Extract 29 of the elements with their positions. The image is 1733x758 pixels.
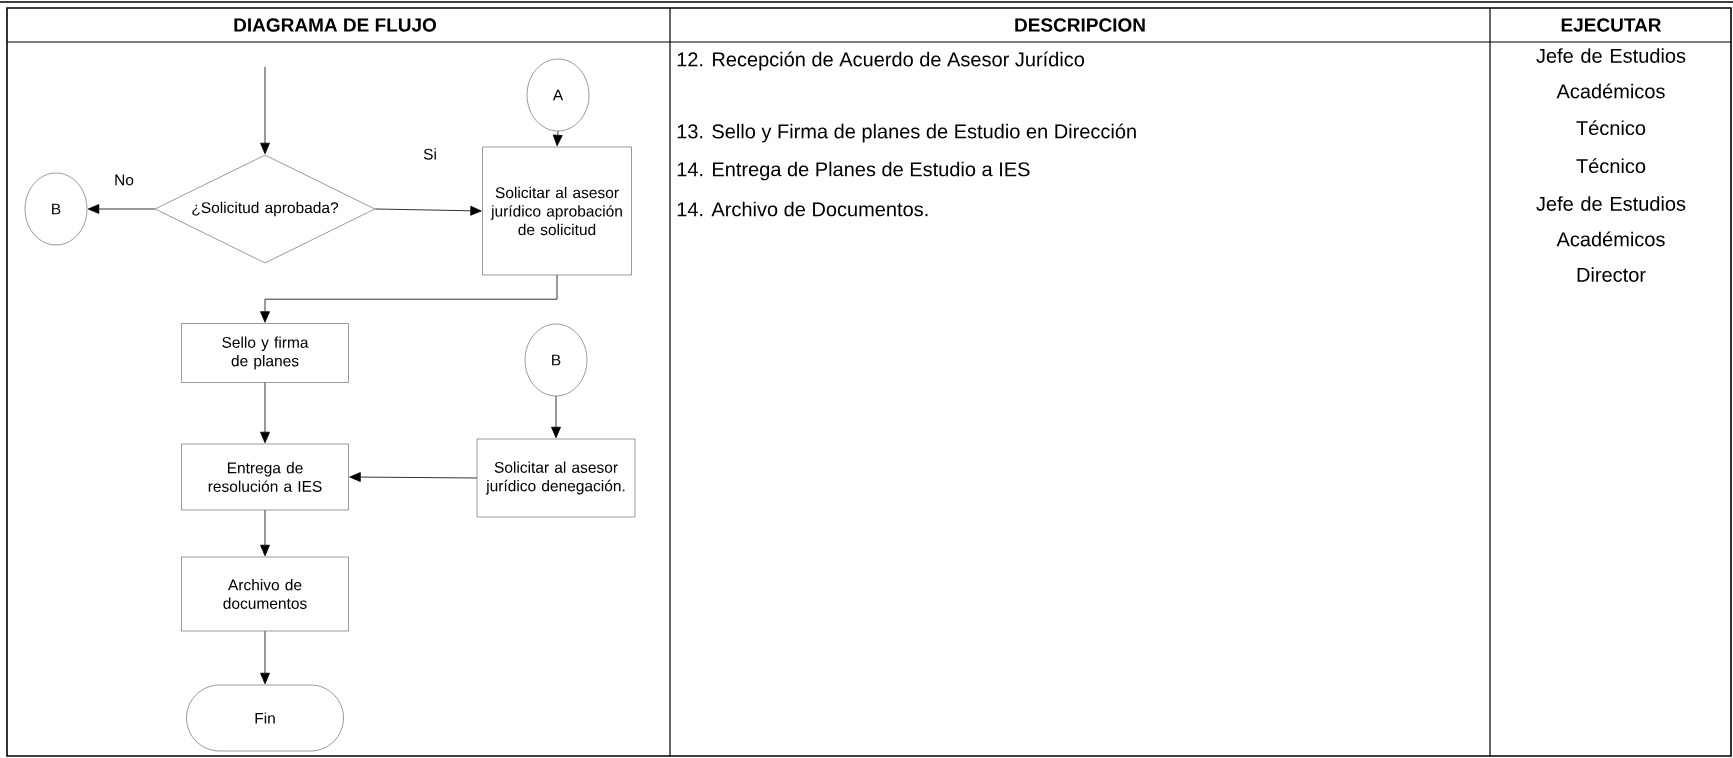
executor-text: Técnico (1576, 158, 1646, 174)
process-box: Archivo de documentos (181, 556, 349, 632)
column-header: EJECUTAR (1561, 18, 1662, 32)
process-box: Solicitar al asesor jurídico denegación. (476, 438, 636, 518)
arrow (551, 395, 561, 439)
arrow (374, 205, 482, 216)
arrow (260, 630, 270, 685)
description-text: 14. Archivo de Documentos. (677, 201, 928, 217)
edge-label: No (113, 173, 135, 187)
process-box: Sello y firma de planes (181, 323, 349, 383)
column-header: DESCRIPCION (1015, 18, 1145, 32)
executor-text: Jefe de Estudios Académicos (1536, 48, 1686, 99)
description-text: 13. Sello y Firma de planes de Estudio en Dirección (677, 123, 1136, 143)
description-text: 12. Recepción de Acuerdo de Asesor Jurídico (677, 51, 1085, 71)
arrow (87, 204, 156, 214)
arrow (260, 509, 270, 557)
arrow (260, 382, 270, 444)
column-header: DIAGRAMA DE FLUJO (234, 18, 437, 32)
executor-text: Director (1577, 267, 1646, 282)
executor-text: Jefe de Estudios Académicos (1536, 196, 1686, 247)
executor-text: Técnico (1576, 120, 1646, 136)
arrow (260, 66, 270, 155)
description-text: 14. Entrega de Planes de Estudio a IES (677, 161, 1030, 181)
process-box: Solicitar al asesor jurídico aprobación de solicitud (482, 146, 632, 276)
arrow (552, 130, 563, 147)
arrow (349, 472, 478, 482)
process-box: Entrega de resolución a IES (181, 443, 349, 511)
edge-label: Si (422, 147, 438, 161)
arrow (260, 274, 558, 323)
